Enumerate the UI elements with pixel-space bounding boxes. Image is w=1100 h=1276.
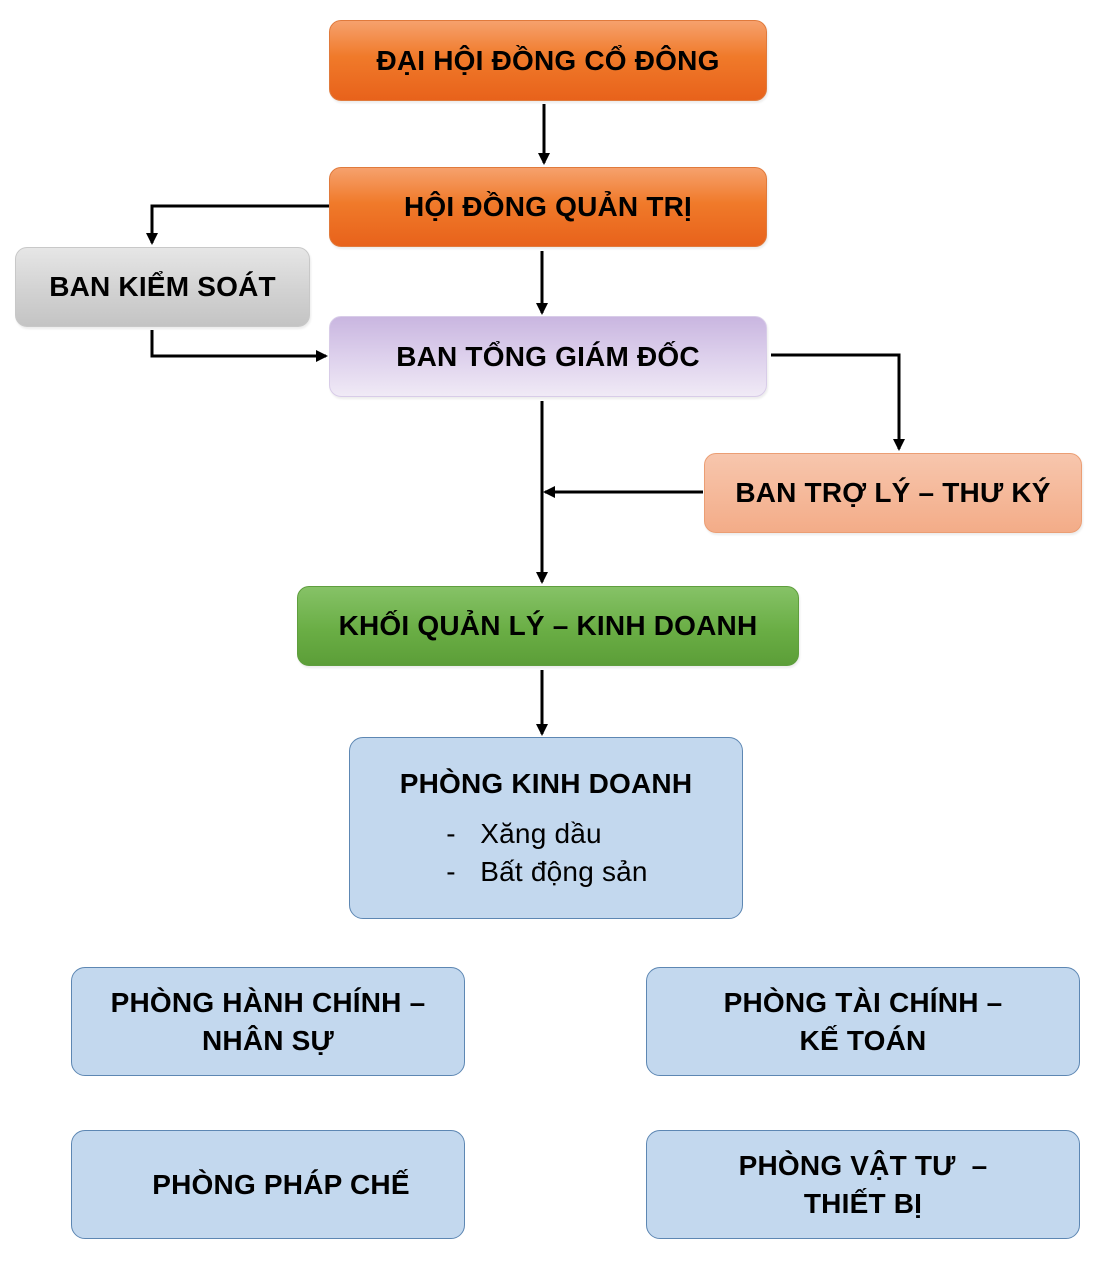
- list-item-text: Bất động sản: [480, 856, 648, 887]
- node-khoi-quan-ly-kinh-doanh: KHỐI QUẢN LÝ – KINH DOANH: [297, 586, 799, 666]
- node-hoi-dong-quan-tri: HỘI ĐỒNG QUẢN TRỊ: [329, 167, 767, 247]
- node-phong-phap-che-label: PHÒNG PHÁP CHẾ: [152, 1168, 410, 1200]
- node-ban-tong-giam-doc-label: BAN TỔNG GIÁM ĐỐC: [396, 340, 700, 372]
- node-khoi-quan-ly-kinh-doanh-label: KHỐI QUẢN LÝ – KINH DOANH: [338, 610, 758, 641]
- node-phong-vat-tu-thiet-bi: PHÒNG VẬT TƯ – THIẾT BỊ: [646, 1130, 1080, 1239]
- node-phong-kinh-doanh-title: PHÒNG KINH DOANH: [399, 768, 693, 799]
- list-item-text: Xăng dầu: [480, 818, 602, 849]
- arrow-ban-kiem-soat-to-ban-tong-giam-doc: [150, 330, 328, 362]
- arrow-ban-tong-giam-doc-to-ban-tro-ly: [771, 353, 905, 451]
- node-phong-kinh-doanh: PHÒNG KINH DOANH - Xăng dầu - Bất động s…: [349, 737, 743, 919]
- node-ban-tro-ly-thu-ky-label: BAN TRỢ LÝ – THƯ KÝ: [735, 477, 1051, 508]
- node-phong-tai-chinh-ke-toan-line-2: KẾ TOÁN: [799, 1024, 927, 1056]
- node-ban-tong-giam-doc: BAN TỔNG GIÁM ĐỐC: [329, 316, 767, 397]
- node-ban-kiem-soat: BAN KIỂM SOÁT: [15, 247, 310, 327]
- arrow-hdqt-to-ban-kiem-soat: [146, 204, 329, 245]
- node-phong-hanh-chinh-nhan-su-line-1: PHÒNG HÀNH CHÍNH –: [110, 986, 426, 1018]
- list-marker: -: [446, 818, 456, 849]
- node-phong-hanh-chinh-nhan-su-line-2: NHÂN SỰ: [202, 1024, 334, 1056]
- node-phong-tai-chinh-ke-toan-line-1: PHÒNG TÀI CHÍNH –: [723, 986, 1003, 1018]
- node-hoi-dong-quan-tri-label: HỘI ĐỒNG QUẢN TRỊ: [403, 191, 693, 222]
- node-phong-vat-tu-thiet-bi-line-1: PHÒNG VẬT TƯ –: [738, 1149, 988, 1181]
- node-phong-tai-chinh-ke-toan: PHÒNG TÀI CHÍNH – KẾ TOÁN: [646, 967, 1080, 1076]
- node-dai-hoi-dong-co-dong: ĐẠI HỘI ĐỒNG CỔ ĐÔNG: [329, 20, 767, 101]
- node-dai-hoi-dong-co-dong-label: ĐẠI HỘI ĐỒNG CỔ ĐÔNG: [376, 44, 720, 76]
- node-ban-kiem-soat-label: BAN KIỂM SOÁT: [49, 271, 276, 302]
- list-marker: -: [446, 856, 456, 887]
- node-phong-phap-che: PHÒNG PHÁP CHẾ: [71, 1130, 465, 1239]
- node-ban-tro-ly-thu-ky: BAN TRỢ LÝ – THƯ KÝ: [704, 453, 1082, 533]
- node-phong-vat-tu-thiet-bi-line-2: THIẾT BỊ: [803, 1187, 923, 1219]
- list-item: - Bất động sản: [444, 853, 647, 891]
- node-phong-hanh-chinh-nhan-su: PHÒNG HÀNH CHÍNH – NHÂN SỰ: [71, 967, 465, 1076]
- node-phong-kinh-doanh-list: - Xăng dầu - Bất động sản: [444, 815, 647, 891]
- list-item: - Xăng dầu: [444, 815, 647, 853]
